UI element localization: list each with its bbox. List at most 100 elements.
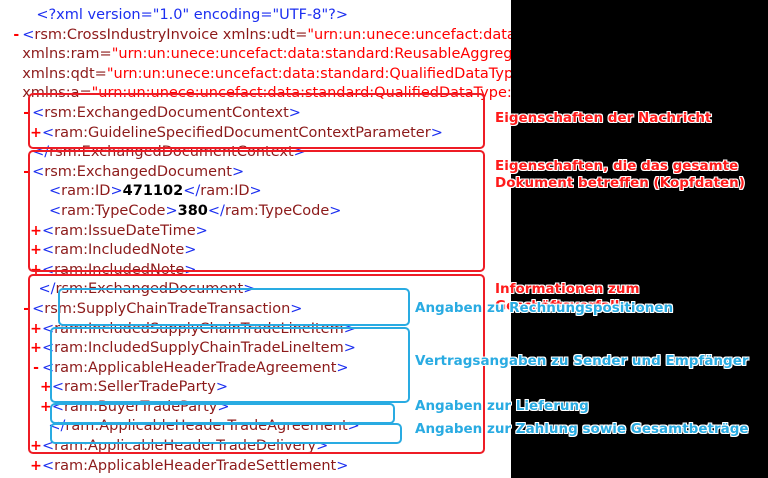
xml-attribute-value: "urn:un:unece:uncefact:data:standard:Reu… — [111, 46, 511, 63]
xml-line: <ram:TypeCode>380</ram:TypeCode> — [0, 202, 511, 222]
xml-attribute-name: xmlns:a= — [22, 85, 92, 102]
toggle-spacer — [10, 84, 22, 104]
xml-bracket: > — [243, 281, 256, 298]
xml-line: +<ram:SellerTradeParty> — [0, 378, 511, 398]
xml-bracket: < — [32, 163, 45, 180]
toggle-spacer — [20, 143, 32, 163]
xml-bracket: < — [32, 104, 45, 121]
xml-line: +<ram:IncludedNote> — [0, 241, 511, 261]
collapse-node-icon[interactable]: - — [13, 26, 20, 43]
xml-attribute-value: "urn:un:unece:uncefact:data:standard:Qua… — [91, 85, 511, 102]
toggle-spacer — [36, 417, 48, 437]
xml-tag-name: ram:SellerTradeParty — [63, 379, 216, 396]
xml-attribute-value: "urn:un:unece:uncefact:data:standard:Unq… — [307, 26, 511, 43]
xml-bracket: < — [41, 124, 55, 141]
xml-bracket: < — [41, 242, 55, 259]
xml-bracket: > — [316, 438, 329, 455]
xml-bracket: > — [329, 202, 342, 219]
xml-bracket: </ — [32, 144, 50, 161]
xml-line: -<rsm:ExchangedDocumentContext> — [0, 104, 511, 124]
toggle-spacer — [37, 182, 49, 202]
xml-bracket: < — [41, 457, 55, 474]
xml-bracket: </ — [183, 183, 201, 200]
xml-bracket: > — [336, 457, 349, 474]
anno-angaben-lieferung: Angaben zur Lieferung — [415, 398, 589, 414]
xml-tag-name: ram:ApplicableHeaderTradeAgreement — [65, 418, 348, 435]
xml-tag-name: rsm:ExchangedDocument — [55, 281, 244, 298]
collapse-node-icon[interactable]: - — [33, 359, 39, 376]
xml-bracket: < — [41, 261, 55, 278]
xml-attribute-name: xmlns:udt= — [222, 26, 308, 43]
toggle-spacer — [10, 65, 22, 85]
xml-tag-name: ram:IncludedSupplyChainTradeLineItem — [54, 340, 344, 357]
expand-node-icon[interactable]: + — [30, 438, 42, 455]
xml-bracket: </ — [48, 418, 66, 435]
xml-bracket: > — [195, 222, 208, 239]
xml-tag-name: ram:IncludedNote — [54, 242, 185, 259]
xml-line: +<ram:ApplicableHeaderTradeSettlement> — [0, 457, 511, 477]
xml-bracket: < — [51, 379, 64, 396]
xml-line: +<ram:IncludedSupplyChainTradeLineItem> — [0, 320, 511, 340]
xml-line: +<ram:IncludedSupplyChainTradeLineItem> — [0, 339, 511, 359]
anno-eigenschaften-dokument: Eigenschaften, die das gesamte Dokument … — [495, 158, 745, 191]
xml-tag-name: ram:ApplicableHeaderTradeSettlement — [54, 457, 337, 474]
expand-node-icon[interactable]: + — [30, 261, 42, 278]
xml-tag-name: rsm:ExchangedDocumentContext — [49, 144, 294, 161]
anno-eigenschaften-der-nachricht: Eigenschaften der Nachricht — [495, 110, 712, 126]
xml-tag-name: rsm:CrossIndustryInvoice — [34, 26, 219, 43]
xml-attribute-name: xmlns:qdt= — [22, 65, 107, 82]
xml-bracket: > — [231, 163, 245, 180]
xml-tag-name: rsm:SupplyChainTradeTransaction — [44, 300, 291, 317]
xml-line: +<ram:IssueDateTime> — [0, 222, 511, 242]
xml-line: <ram:ID>471102</ram:ID> — [0, 182, 511, 202]
xml-bracket: < — [49, 183, 62, 200]
collapse-node-icon[interactable]: - — [23, 104, 29, 121]
xml-bracket: > — [217, 398, 230, 415]
expand-node-icon[interactable]: + — [30, 124, 42, 141]
xml-attribute-value: "urn:un:unece:uncefact:data:standard:Qua… — [106, 65, 511, 82]
xml-bracket: < — [41, 320, 55, 337]
xml-line: -<rsm:ExchangedDocument> — [0, 163, 511, 183]
expand-node-icon[interactable]: + — [30, 222, 42, 239]
xml-line: +<ram:GuidelineSpecifiedDocumentContextP… — [0, 124, 511, 144]
xml-line: -<rsm:CrossIndustryInvoice xmlns:udt="ur… — [0, 26, 511, 46]
xml-tag-name: ram:BuyerTradeParty — [63, 398, 218, 415]
xml-line: -<rsm:SupplyChainTradeTransaction> — [0, 300, 511, 320]
xml-bracket: > — [184, 261, 197, 278]
toggle-spacer — [37, 202, 49, 222]
toggle-spacer — [26, 280, 38, 300]
expand-node-icon[interactable]: + — [30, 457, 42, 474]
toggle-spacer — [24, 6, 36, 26]
xml-bracket: < — [32, 300, 45, 317]
xml-bracket: < — [41, 438, 55, 455]
xml-line: <?xml version="1.0" encoding="UTF-8"?> — [0, 6, 511, 26]
xml-bracket: > — [343, 320, 356, 337]
anno-vertragsangaben-sender-empfaenger: Vertragsangaben zu Sender und Empfänger — [415, 353, 749, 369]
toggle-spacer — [10, 45, 22, 65]
xml-tag-name: ram:ApplicableHeaderTradeAgreement — [54, 359, 337, 376]
collapse-node-icon[interactable]: - — [23, 163, 29, 180]
xml-bracket: < — [41, 359, 55, 376]
expand-node-icon[interactable]: + — [30, 340, 42, 357]
xml-bracket: > — [184, 242, 197, 259]
xml-line: +<ram:IncludedNote> — [0, 261, 511, 281]
xml-declaration: <?xml version="1.0" encoding="UTF-8"?> — [36, 7, 348, 23]
expand-node-icon[interactable]: + — [39, 398, 52, 415]
xml-tag-name: ram:TypeCode — [224, 202, 330, 219]
xml-bracket: < — [41, 340, 55, 357]
expand-node-icon[interactable]: + — [30, 242, 42, 259]
xml-tag-name: ram:ApplicableHeaderTradeDelivery — [54, 438, 317, 455]
xml-bracket: < — [22, 26, 35, 43]
collapse-node-icon[interactable]: - — [23, 300, 29, 317]
expand-node-icon[interactable]: + — [30, 320, 42, 337]
xml-line: xmlns:qdt="urn:un:unece:uncefact:data:st… — [0, 65, 511, 85]
xml-bracket: > — [343, 340, 356, 357]
xml-tag-name: ram:IssueDateTime — [54, 222, 196, 239]
xml-tag-name: ram:IncludedSupplyChainTradeLineItem — [54, 320, 344, 337]
xml-bracket: > — [347, 418, 360, 435]
xml-bracket: > — [293, 144, 306, 161]
xml-bracket: > — [430, 124, 443, 141]
xml-tag-name: rsm:ExchangedDocument — [44, 163, 232, 180]
expand-node-icon[interactable]: + — [39, 379, 52, 396]
